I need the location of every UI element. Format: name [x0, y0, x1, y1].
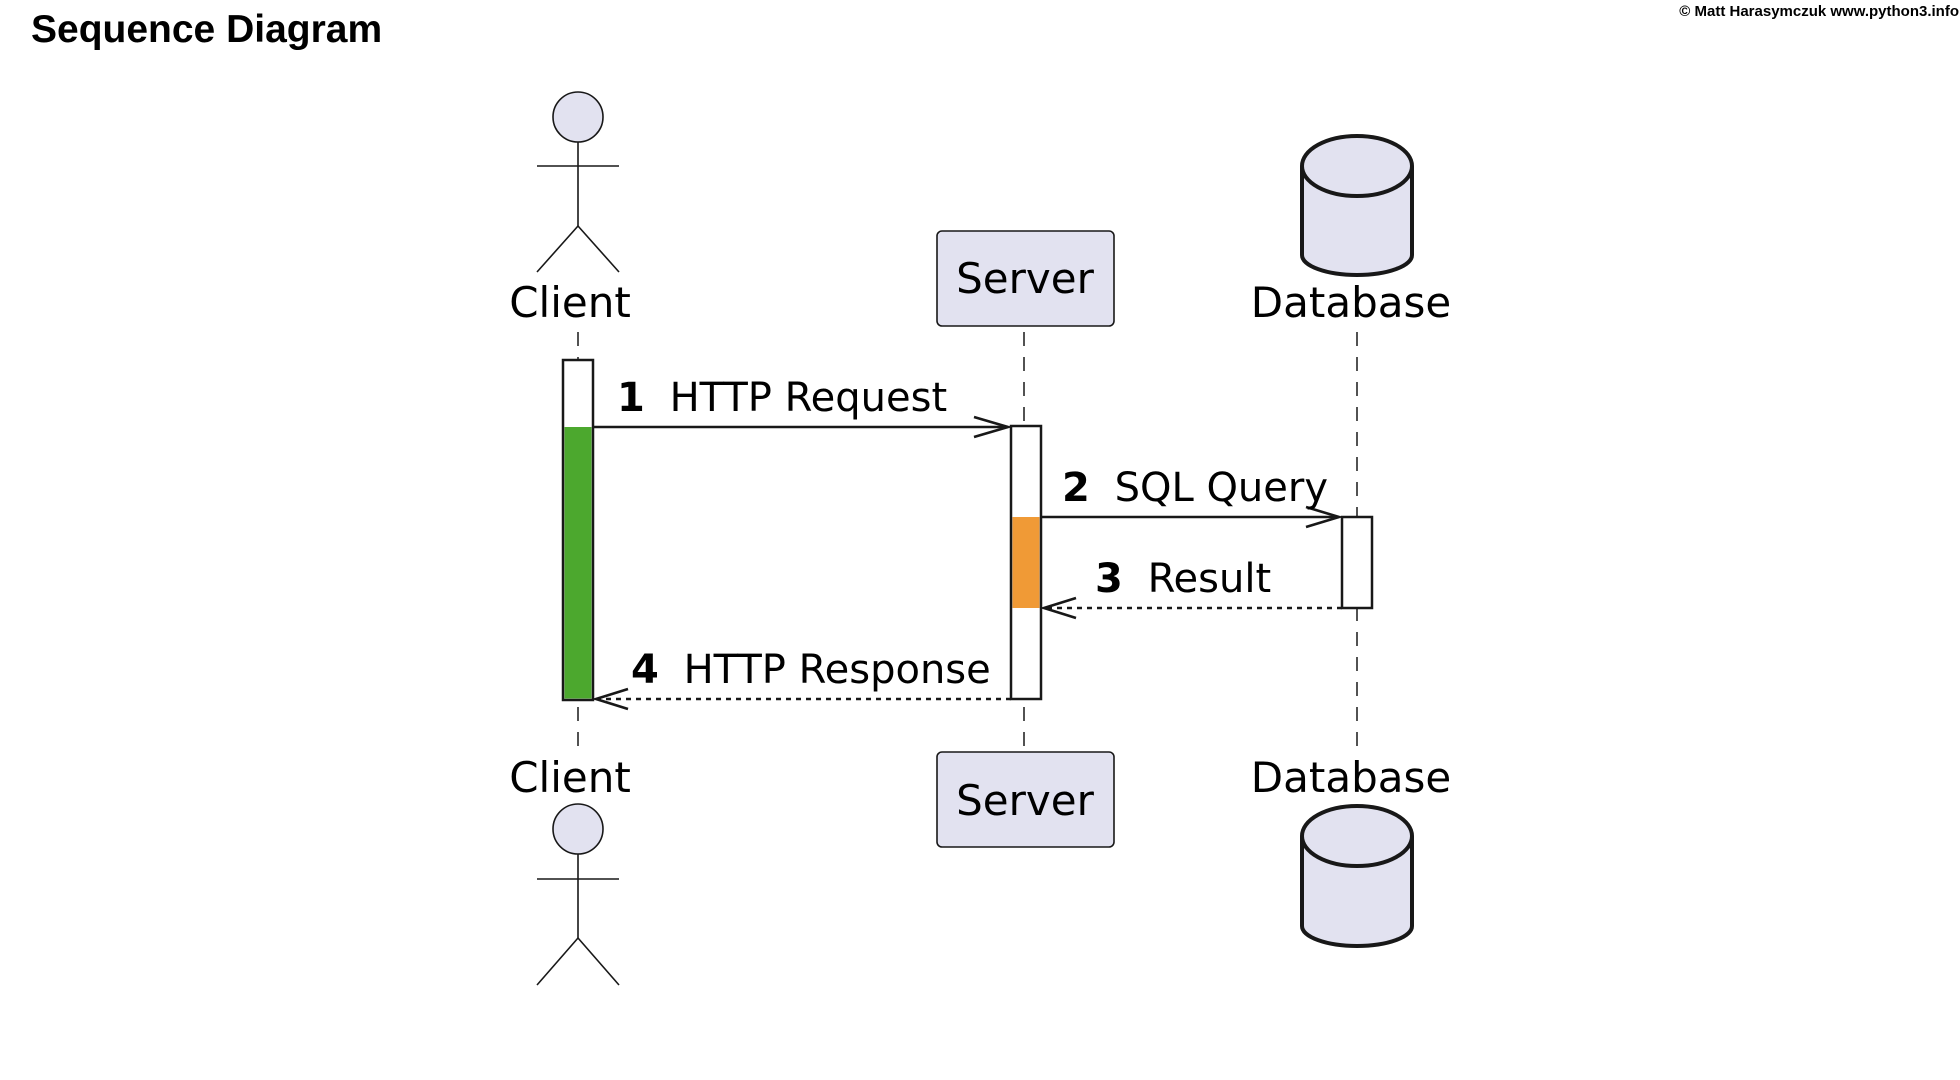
message-1: 1 HTTP Request: [593, 375, 1013, 439]
participant-label-client-top: Client: [509, 278, 631, 327]
database-top: Database: [1251, 134, 1451, 327]
copyright-notice: © Matt Harasymczuk www.python3.info: [1679, 3, 1959, 20]
server-activation: [1009, 424, 1043, 701]
server-participant-top: Server: [936, 230, 1115, 327]
message-number: 1: [617, 375, 645, 421]
server-activation-highlight: [1012, 517, 1040, 608]
server-participant-bottom: Server: [936, 751, 1115, 848]
message-label: HTTP Response: [684, 647, 991, 693]
participant-box-icon: [936, 751, 1115, 848]
message-2: 2 SQL Query: [1041, 465, 1344, 529]
svg-text:3 Result: 3 Result: [1095, 556, 1271, 602]
arrow-head-icon: [973, 415, 1013, 439]
svg-text:1 HTTP Request: 1 HTTP Request: [617, 375, 947, 421]
message-4: 4 HTTP Response: [591, 647, 1011, 711]
arrow-head-icon: [1305, 505, 1344, 529]
message-number: 4: [631, 647, 659, 693]
participant-box-icon: [936, 230, 1115, 327]
message-3: 3 Result: [1039, 556, 1342, 620]
client-actor-top: Client: [509, 91, 631, 327]
message-number: 3: [1095, 556, 1123, 602]
participant-label-server-bottom: Server: [956, 776, 1094, 825]
client-activation: [561, 358, 595, 702]
participant-label-server-top: Server: [956, 254, 1094, 303]
arrow-head-icon: [1039, 596, 1077, 620]
svg-text:2 SQL Query: 2 SQL Query: [1062, 465, 1328, 511]
message-label: HTTP Request: [670, 375, 948, 421]
client-activation-highlight: [564, 427, 592, 699]
client-actor-bottom: Client: [509, 753, 631, 986]
actor-icon: [536, 91, 620, 273]
arrow-head-icon: [591, 687, 629, 711]
database-bottom: Database: [1251, 753, 1451, 948]
message-label: SQL Query: [1115, 465, 1328, 511]
database-icon: [1300, 134, 1414, 277]
page-title: Sequence Diagram: [31, 8, 383, 51]
message-label: Result: [1148, 556, 1272, 602]
database-activation: [1340, 515, 1374, 610]
svg-text:4 HTTP Response: 4 HTTP Response: [631, 647, 991, 693]
database-icon: [1300, 804, 1414, 948]
message-number: 2: [1062, 465, 1090, 511]
actor-icon: [536, 803, 620, 986]
participant-label-database-top: Database: [1251, 278, 1451, 327]
participant-label-database-bottom: Database: [1251, 753, 1451, 802]
participant-label-client-bottom: Client: [509, 753, 631, 802]
